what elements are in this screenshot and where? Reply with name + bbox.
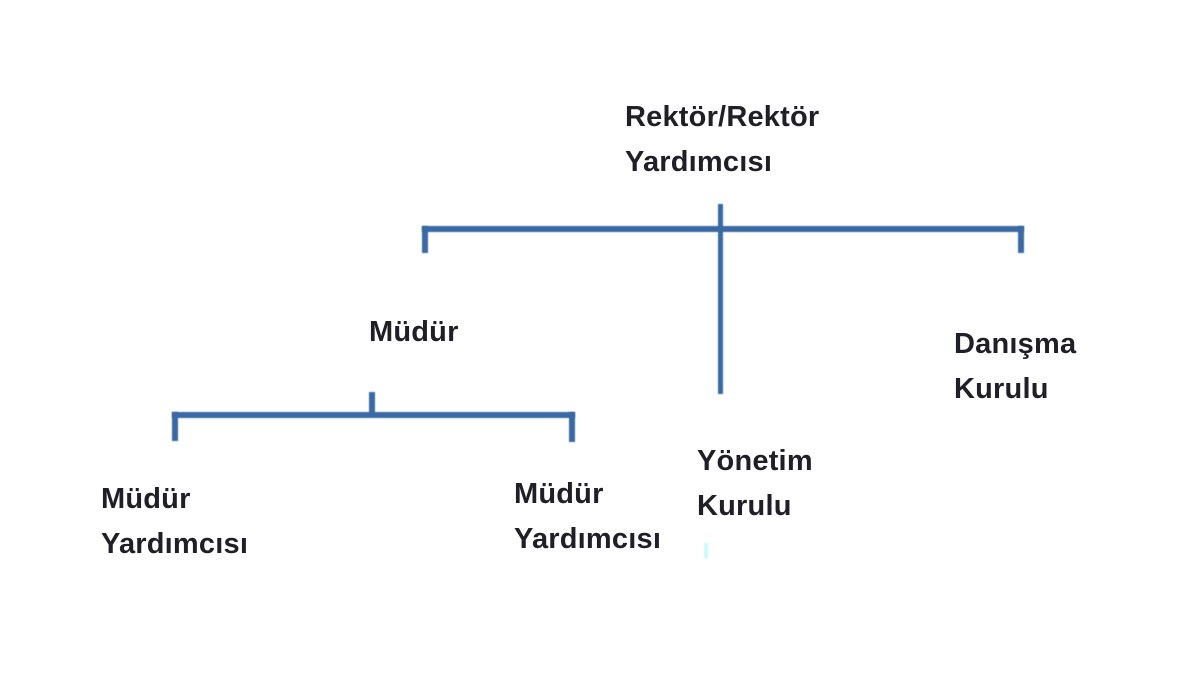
connector-root-vertical-line [718,204,723,394]
connector-sub-horizontal-line [172,412,575,418]
node-yonetim-kurulu: Yönetim Kurulu [697,439,813,529]
node-label-line: Yardımcısı [101,528,249,560]
node-danisma-kurulu: Danışma Kurulu [954,322,1076,412]
node-label-line: Yardımcısı [625,146,773,178]
node-label-line: Yardımcısı [514,523,662,555]
connector-top-left-drop-tick [422,226,428,253]
node-label-line: Müdür [101,483,191,515]
connector-sub-right-drop-tick [569,412,575,442]
node-mudur: Müdür [369,310,459,355]
node-label-line: Rektör/Rektör [625,101,820,133]
node-label-line: Kurulu [697,490,792,522]
node-label-line: Müdür [369,316,459,348]
node-rektor-rektor-yardimcisi: Rektör/Rektör Yardımcısı [625,95,819,185]
node-label-line: Kurulu [954,373,1049,405]
node-mudur-yardimcisi-right: Müdür Yardımcısı [514,472,661,562]
connector-sub-left-drop-tick [172,412,178,441]
node-mudur-yardimcisi-left: Müdür Yardımcısı [101,477,248,567]
faint-artifact-tick [704,543,708,558]
connector-mudur-stub-line [369,392,375,414]
node-label-line: Danışma [954,328,1077,360]
node-label-line: Yönetim [697,445,813,477]
node-label-line: Müdür [514,478,604,510]
connector-top-right-drop-tick [1018,226,1024,253]
connector-top-horizontal-line [422,226,1024,232]
